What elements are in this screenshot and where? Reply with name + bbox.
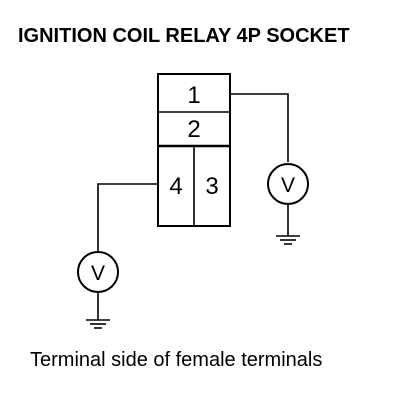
voltmeter-right: V — [267, 163, 309, 236]
voltmeter-right-label: V — [281, 174, 295, 197]
diagram-caption: Terminal side of female terminals — [30, 349, 322, 371]
relay-socket: 1 2 4 3 — [157, 73, 231, 227]
voltmeter-left-label: V — [91, 262, 105, 285]
wire-terminal-1 — [230, 93, 289, 162]
voltmeter-left: V — [77, 251, 119, 320]
ground-icon — [276, 235, 300, 245]
terminal-1-label: 1 — [187, 82, 200, 109]
terminal-4-label: 4 — [169, 173, 182, 200]
diagram-title: IGNITION COIL RELAY 4P SOCKET — [18, 25, 350, 47]
wire-terminal-4 — [97, 183, 158, 252]
terminal-3-label: 3 — [205, 173, 218, 200]
ground-icon — [86, 319, 110, 329]
terminal-2-label: 2 — [187, 116, 200, 143]
